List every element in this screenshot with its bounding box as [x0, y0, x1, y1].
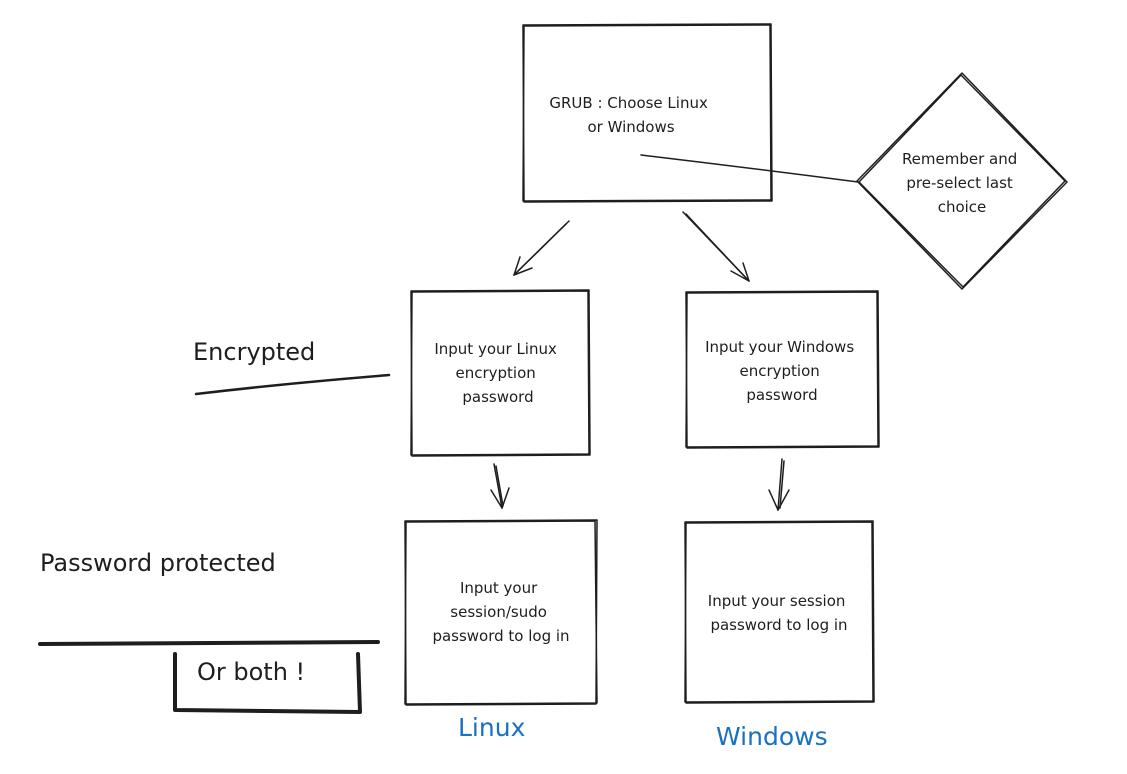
- windows-encryption-node[interactable]: Input your Windows encryption password: [685, 290, 880, 449]
- windows-session-line-2: password to log in: [710, 616, 847, 634]
- svg-text:Input your session passw: Input your session password to log in: [708, 592, 850, 634]
- grub-node[interactable]: GRUB : Choose Linux or Windows: [522, 23, 773, 203]
- linux-session-line-1: Input your: [460, 579, 538, 597]
- password-protected-label: Password protected: [40, 549, 276, 577]
- or-both-box: Or both !: [173, 652, 362, 714]
- remember-text-line-3: choice: [938, 198, 987, 216]
- windows-encrypt-line-3: password: [746, 386, 817, 404]
- remember-choice-node[interactable]: Remember and pre-select last choice: [856, 72, 1068, 290]
- arrow-linux-encrypt-to-session: [490, 463, 510, 509]
- linux-session-line-3: password to log in: [432, 627, 569, 645]
- arrow-grub-to-windows: [682, 211, 750, 282]
- linux-session-line-2: session/sudo: [450, 603, 547, 621]
- linux-encrypt-line-3: password: [462, 388, 533, 406]
- remember-text-line-1: Remember and: [902, 150, 1017, 168]
- remember-text-line-2: pre-select last: [906, 174, 1013, 192]
- grub-to-remember-connector: [640, 154, 859, 183]
- svg-text:Input your Windows encry: Input your Windows encryption password: [705, 338, 859, 404]
- linux-encrypt-line-1: Input your Linux: [434, 340, 557, 358]
- linux-os-label: Linux: [458, 713, 525, 742]
- arrow-grub-to-linux: [513, 220, 570, 276]
- encrypted-underline: [194, 373, 391, 396]
- svg-text:Input your session/sudo: Input your session/sudo password to log …: [432, 579, 569, 645]
- windows-encrypt-line-2: encryption: [739, 362, 819, 380]
- linux-session-node[interactable]: Input your session/sudo password to log …: [404, 519, 598, 706]
- encrypted-label: Encrypted: [193, 338, 315, 366]
- windows-os-label: Windows: [716, 722, 828, 751]
- svg-text:Remember and pre-select: Remember and pre-select last choice: [902, 150, 1022, 216]
- grub-text-line-1: GRUB : Choose Linux: [549, 94, 708, 112]
- svg-text:GRUB : Choose Linux or W: GRUB : Choose Linux or Windows: [549, 94, 712, 136]
- linux-encrypt-line-2: encryption: [455, 364, 535, 382]
- svg-text:Input your Linux encrypt: Input your Linux encryption password: [434, 340, 561, 406]
- linux-encryption-node[interactable]: Input your Linux encryption password: [410, 289, 591, 457]
- windows-encrypt-line-1: Input your Windows: [705, 338, 854, 356]
- arrow-windows-encrypt-to-session: [768, 458, 790, 511]
- or-both-label: Or both !: [197, 658, 305, 686]
- windows-session-line-1: Input your session: [708, 592, 846, 610]
- grub-text-line-2: or Windows: [587, 118, 674, 136]
- windows-session-node[interactable]: Input your session password to log in: [684, 520, 875, 704]
- password-separator-line: [38, 640, 380, 646]
